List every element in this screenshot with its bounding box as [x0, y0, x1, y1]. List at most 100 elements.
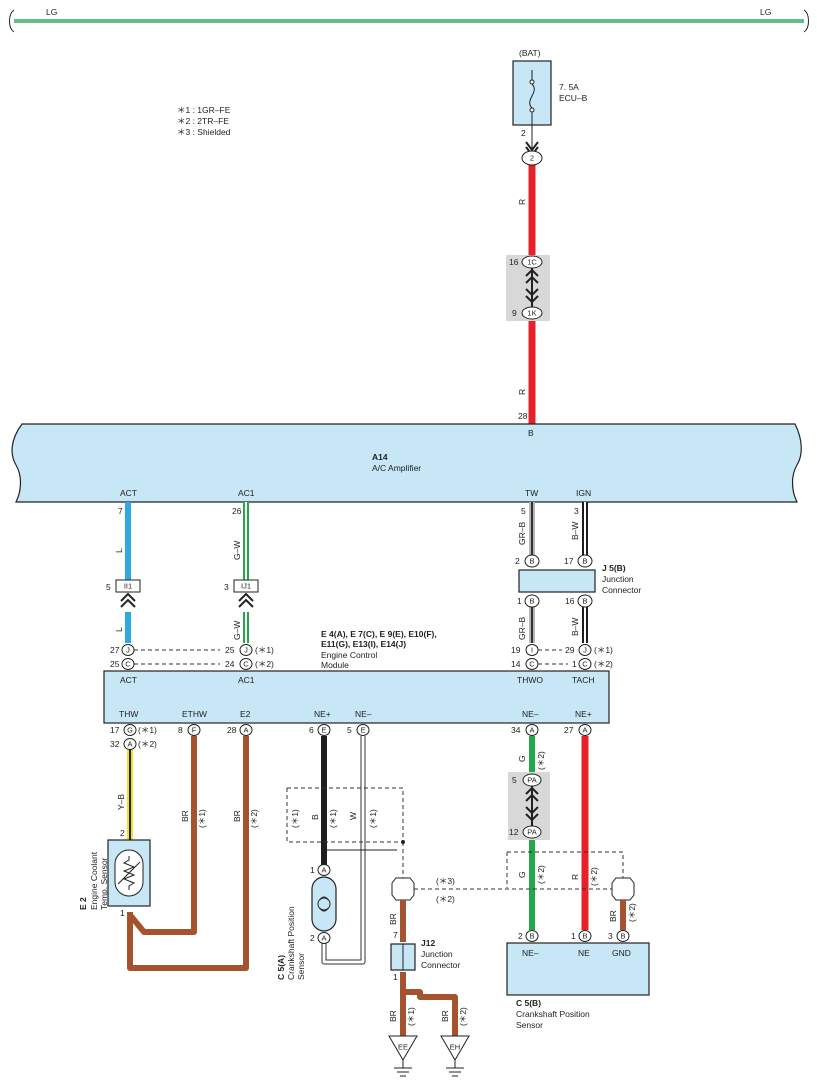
svg-text:THWO: THWO [517, 675, 543, 685]
svg-text:17: 17 [110, 725, 120, 735]
lg-bus: LG LG [9, 7, 809, 33]
svg-text:NE–: NE– [522, 709, 539, 719]
svg-text:(＊1): (＊1) [328, 809, 338, 828]
octagon-icon [391, 877, 415, 901]
svg-text:E11(G), E13(I), E14(J): E11(G), E13(I), E14(J) [321, 639, 406, 649]
svg-text:5: 5 [347, 725, 352, 735]
wire-e2-br [127, 736, 249, 971]
notes: ＊1 : 1GR–FE ＊2 : 2TR–FE ＊3 : Shielded [177, 105, 231, 137]
shield-ground-2 [611, 877, 635, 901]
svg-text:G–W: G–W [232, 541, 242, 560]
svg-text:E: E [360, 726, 365, 735]
svg-text:12: 12 [509, 827, 519, 837]
svg-text:34: 34 [511, 725, 521, 735]
svg-text:B: B [582, 932, 587, 941]
svg-text:PA: PA [527, 828, 536, 837]
svg-text:Connector: Connector [602, 585, 641, 595]
coil-icon [319, 896, 329, 912]
svg-text:2: 2 [310, 933, 315, 943]
svg-text:GND: GND [612, 948, 631, 958]
svg-text:B: B [582, 597, 587, 606]
svg-text:IJ1: IJ1 [241, 582, 251, 591]
svg-text:2: 2 [120, 828, 125, 838]
svg-text:PA: PA [527, 776, 536, 785]
fuse-connector: 2 [521, 150, 543, 166]
down-chevron-icon [525, 806, 539, 822]
svg-text:Module: Module [321, 660, 349, 670]
svg-text:L: L [114, 548, 124, 553]
svg-text:A: A [127, 740, 132, 749]
sensor-e2: 2 1 E 2 Engine Coolant Temp. Sensor [78, 828, 151, 918]
svg-text:25: 25 [225, 645, 235, 655]
ground-ee: EE [388, 1035, 418, 1077]
svg-text:ACT: ACT [120, 675, 137, 685]
svg-text:1: 1 [393, 972, 398, 982]
wire-label-r1: R [517, 199, 527, 205]
wire-br-eh [403, 989, 458, 1036]
svg-text:A: A [321, 866, 326, 875]
svg-text:GR–B: GR–B [517, 617, 527, 640]
junction-pa: PA 5 PA 12 [508, 772, 550, 840]
svg-text:A: A [529, 726, 534, 735]
wire-nem-w [322, 736, 365, 964]
amp-terminal-ac1: AC1 [238, 488, 255, 498]
svg-text:W: W [348, 812, 358, 820]
svg-text:17: 17 [564, 556, 574, 566]
svg-text:3: 3 [608, 931, 613, 941]
pin-28-label: 28 [518, 411, 528, 421]
sensor-c5a: A 1 A 2 C 5(A) Crankshaft Position Senso… [276, 864, 337, 980]
svg-text:Sensor: Sensor [516, 1020, 543, 1030]
bus-right-break [803, 9, 809, 33]
svg-text:5: 5 [106, 582, 111, 592]
svg-text:J12: J12 [421, 938, 435, 948]
svg-text:J: J [244, 646, 248, 655]
svg-text:NE–: NE– [355, 709, 372, 719]
svg-text:1C: 1C [527, 258, 537, 267]
svg-text:1: 1 [120, 908, 125, 918]
bus-left-break [9, 9, 15, 33]
connector-ii1: II1 5 [106, 579, 141, 608]
svg-text:BR: BR [440, 1010, 450, 1022]
svg-text:(＊1): (＊1) [197, 809, 207, 828]
svg-text:24: 24 [225, 659, 235, 669]
svg-text:9: 9 [512, 308, 517, 318]
svg-text:J: J [583, 646, 587, 655]
svg-text:C: C [243, 660, 249, 669]
fuse-ecu-b: (BAT) 7. 5A ECU–B 2 [512, 48, 588, 157]
octagon-icon [611, 877, 635, 901]
svg-text:Engine Coolant: Engine Coolant [89, 851, 99, 910]
svg-text:1K: 1K [527, 309, 536, 318]
svg-text:29: 29 [565, 645, 575, 655]
shield-box-1 [286, 787, 404, 843]
svg-text:Sensor: Sensor [296, 953, 306, 980]
crank-sensor-b-box [506, 942, 650, 996]
svg-text:Y–B: Y–B [116, 794, 126, 810]
amplifier-name: A/C Amplifier [372, 463, 421, 473]
svg-text:6: 6 [309, 725, 314, 735]
svg-text:28: 28 [227, 725, 237, 735]
amp-terminal-tw: TW [525, 488, 538, 498]
svg-text:J: J [126, 646, 130, 655]
shield-box-2 [506, 851, 624, 888]
svg-text:32: 32 [110, 739, 120, 749]
svg-text:EE: EE [398, 1043, 408, 1052]
svg-text:BR: BR [608, 910, 618, 922]
svg-text:A: A [582, 726, 587, 735]
svg-text:G: G [517, 755, 527, 762]
svg-text:II1: II1 [124, 582, 132, 591]
svg-text:(＊2): (＊2) [627, 903, 637, 922]
svg-text:E: E [321, 726, 326, 735]
svg-text:THW: THW [119, 709, 138, 719]
svg-text:AC1: AC1 [238, 675, 255, 685]
svg-text:(＊3): (＊3) [436, 876, 455, 886]
ground-icon [440, 1035, 470, 1061]
up-chevron-icon [525, 786, 539, 802]
ac-amplifier: B A14 A/C Amplifier ACT AC1 TW IGN [11, 423, 802, 503]
j5-box [518, 569, 596, 593]
svg-text:2: 2 [515, 556, 520, 566]
svg-text:A: A [243, 726, 248, 735]
svg-text:(＊2): (＊2) [255, 659, 274, 669]
svg-text:Crankshaft Position: Crankshaft Position [286, 906, 296, 980]
svg-text:16: 16 [509, 257, 519, 267]
up-chevron-icon [120, 592, 136, 608]
